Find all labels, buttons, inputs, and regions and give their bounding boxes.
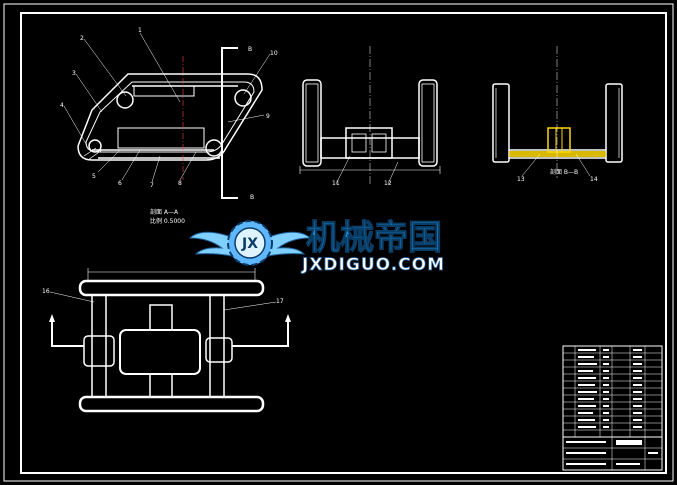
callout-4: 4 bbox=[60, 102, 64, 109]
callout-leaders-a bbox=[63, 32, 271, 183]
section-b-label: 剖面 B—B bbox=[550, 168, 578, 176]
callout-13: 13 bbox=[517, 176, 525, 183]
front-view bbox=[299, 79, 441, 174]
section-a-label: 剖面 A—A bbox=[150, 208, 179, 216]
callout-14: 14 bbox=[590, 176, 598, 183]
watermark-logo: JX 机械帝国 JXDIGUO.COM bbox=[188, 218, 445, 275]
scale-label: 比例 0.5000 bbox=[150, 217, 185, 225]
right-wing-icon bbox=[261, 231, 312, 257]
watermark-name-cn: 机械帝国 bbox=[306, 218, 442, 258]
plan-view bbox=[78, 268, 265, 413]
cut-mark-lower: B bbox=[250, 194, 254, 201]
callout-10: 10 bbox=[270, 50, 278, 57]
title-block-text-marks bbox=[566, 349, 658, 465]
inner-frame bbox=[20, 12, 667, 474]
side-section-view bbox=[77, 73, 263, 161]
outer-frame bbox=[3, 3, 674, 482]
section-b-hatch bbox=[509, 127, 606, 157]
callout-2: 2 bbox=[80, 35, 84, 42]
section-b-view bbox=[492, 83, 623, 163]
callout-17: 17 bbox=[276, 298, 284, 305]
callout-8: 8 bbox=[178, 180, 182, 187]
section-cut-line bbox=[221, 47, 238, 199]
callout-leaders-plan bbox=[49, 291, 277, 311]
cut-mark-upper: B bbox=[248, 46, 252, 53]
callout-3: 3 bbox=[72, 70, 76, 77]
callout-leaders-front bbox=[335, 155, 399, 185]
callout-leaders-b bbox=[521, 153, 591, 177]
callout-16: 16 bbox=[42, 288, 50, 295]
callout-9: 9 bbox=[266, 113, 270, 120]
callout-5: 5 bbox=[92, 173, 96, 180]
logo-text: JX bbox=[241, 236, 258, 252]
watermark-name-en: JXDIGUO.COM bbox=[301, 255, 445, 275]
callout-11: 11 bbox=[332, 180, 340, 187]
left-wing-icon bbox=[188, 231, 239, 257]
plan-cut-arrows bbox=[49, 314, 291, 347]
callout-1: 1 bbox=[138, 27, 142, 34]
callout-7: 7 bbox=[150, 182, 154, 189]
callout-6: 6 bbox=[118, 180, 122, 187]
title-block bbox=[562, 345, 663, 471]
callout-12: 12 bbox=[384, 180, 392, 187]
